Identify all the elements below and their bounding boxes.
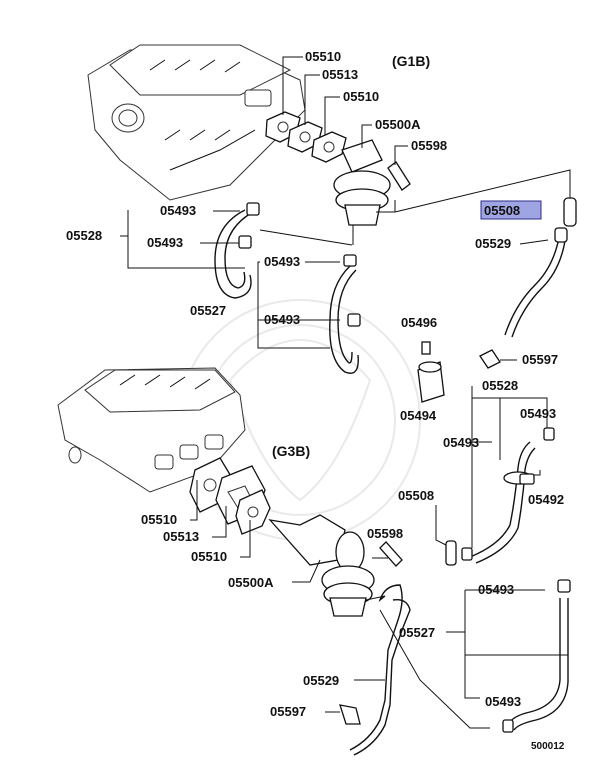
fuel-pump-05500a-g1b bbox=[333, 139, 396, 245]
clip-05493-b2 bbox=[543, 427, 555, 441]
part-labels: (G1B) (G3B) 05510 05513 05510 05500A 055… bbox=[66, 49, 565, 752]
label-05528-g1b[interactable]: 05528 bbox=[66, 228, 102, 243]
label-05510b-g3b[interactable]: 05510 bbox=[191, 549, 227, 564]
engine-head-g1b bbox=[87, 44, 306, 201]
figure-number: 500012 bbox=[531, 741, 565, 752]
label-05597-g3b[interactable]: 05597 bbox=[270, 704, 306, 719]
clip-05493-1 bbox=[246, 202, 260, 216]
highlight-05508 bbox=[480, 200, 542, 220]
hose-05529-g1b bbox=[504, 227, 568, 338]
clip-05493-3 bbox=[343, 254, 357, 267]
clip-05493-2 bbox=[238, 235, 252, 249]
label-05493-4[interactable]: 05493 bbox=[264, 312, 300, 327]
bolt-05598-g3b bbox=[379, 541, 403, 567]
label-05493-1[interactable]: 05493 bbox=[160, 203, 196, 218]
label-05493-2[interactable]: 05493 bbox=[147, 235, 183, 250]
hose-05527-g3b bbox=[507, 598, 569, 731]
label-05527-g1b[interactable]: 05527 bbox=[190, 303, 226, 318]
filter-05496 bbox=[421, 341, 431, 355]
section-label-g3b: (G3B) bbox=[272, 443, 310, 459]
label-05494[interactable]: 05494 bbox=[400, 408, 437, 423]
label-05508-g1b[interactable]: 05508 bbox=[484, 203, 520, 218]
label-05529-g3b[interactable]: 05529 bbox=[303, 673, 339, 688]
label-05500a-g3b[interactable]: 05500A bbox=[228, 575, 274, 590]
clamp-05492 bbox=[519, 473, 535, 485]
filter-05494 bbox=[417, 361, 445, 403]
fuel-pump-05500a-g3b bbox=[268, 514, 386, 617]
label-05500a-g1b[interactable]: 05500A bbox=[375, 117, 421, 132]
label-05597-g1b[interactable]: 05597 bbox=[522, 352, 558, 367]
label-05493-b3[interactable]: 05493 bbox=[478, 582, 514, 597]
hose-05527-g1b bbox=[329, 265, 359, 374]
leader-lines-g3b bbox=[190, 386, 568, 729]
bolt-05598-g1b bbox=[387, 161, 411, 191]
clip-05493-b1 bbox=[461, 547, 473, 561]
label-05493-b2[interactable]: 05493 bbox=[520, 406, 556, 421]
engine-head-g3b bbox=[57, 367, 246, 493]
label-05493-b4[interactable]: 05493 bbox=[485, 694, 521, 709]
label-05510-g1b[interactable]: 05510 bbox=[305, 49, 341, 64]
label-05528-g3b[interactable]: 05528 bbox=[482, 378, 518, 393]
hose-05508-g3b bbox=[445, 540, 457, 566]
label-05598-g3b[interactable]: 05598 bbox=[367, 526, 403, 541]
label-05598-g1b[interactable]: 05598 bbox=[411, 138, 447, 153]
gasket-05510b-g1b bbox=[311, 131, 347, 163]
hose-05508-g1b bbox=[563, 197, 577, 227]
label-05508-g3b[interactable]: 05508 bbox=[398, 488, 434, 503]
hose-05529-g3b bbox=[349, 584, 411, 756]
clip-05493-b4 bbox=[502, 719, 514, 733]
label-05493-3[interactable]: 05493 bbox=[264, 254, 300, 269]
label-05492[interactable]: 05492 bbox=[528, 492, 564, 507]
label-05513-g1b[interactable]: 05513 bbox=[322, 67, 358, 82]
hose-05528-g1b bbox=[214, 209, 254, 299]
gasket-05510b-g3b bbox=[235, 489, 271, 535]
hose-05528-g3b bbox=[469, 441, 536, 564]
clamp-05597-g3b bbox=[339, 704, 361, 725]
section-label-g1b: (G1B) bbox=[392, 53, 430, 69]
label-05510b-g1b[interactable]: 05510 bbox=[343, 89, 379, 104]
label-05496[interactable]: 05496 bbox=[401, 315, 437, 330]
clip-05493-4 bbox=[347, 313, 361, 327]
leader-lines-g1b bbox=[120, 56, 571, 349]
label-05529-g1b[interactable]: 05529 bbox=[475, 236, 511, 251]
label-05493-b1[interactable]: 05493 bbox=[443, 435, 479, 450]
clamp-05597-g1b bbox=[479, 349, 517, 369]
clip-05493-b3 bbox=[557, 579, 571, 593]
label-05510-g3b[interactable]: 05510 bbox=[141, 512, 177, 527]
label-05527-g3b[interactable]: 05527 bbox=[399, 625, 435, 640]
label-05513-g3b[interactable]: 05513 bbox=[163, 529, 199, 544]
